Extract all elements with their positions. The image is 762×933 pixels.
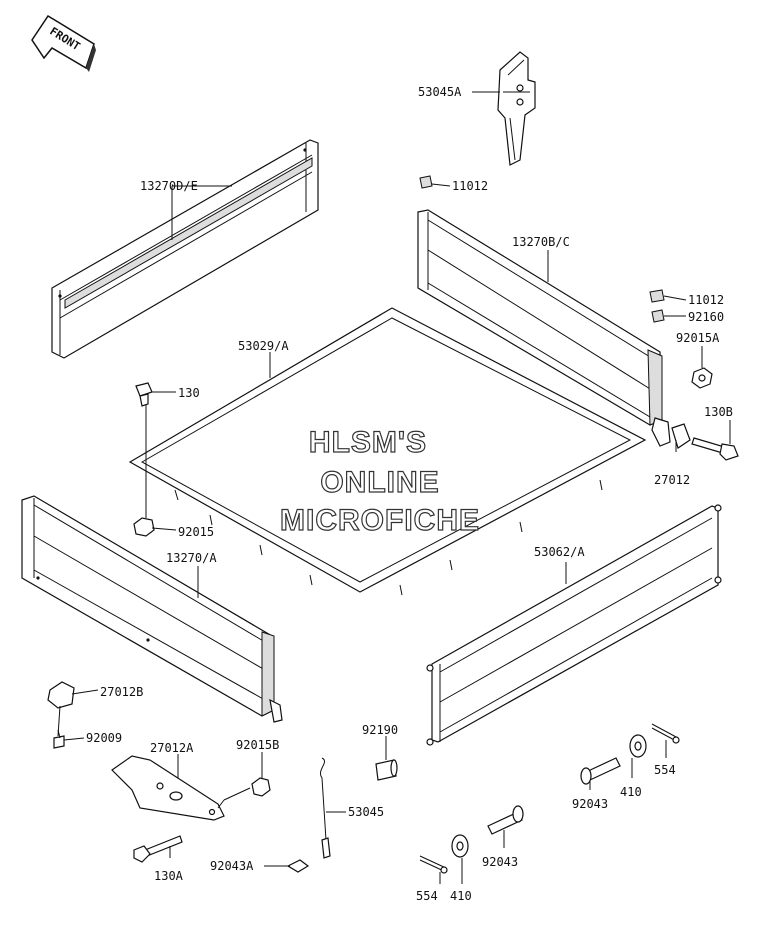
pin-92043-bottom (487, 805, 524, 835)
nut-92015B (251, 777, 271, 797)
front-arrow-icon: FRONT (31, 14, 96, 72)
clip-554-bottom (419, 855, 448, 874)
label-27012A: 27012A (150, 741, 194, 755)
label-554-right: 554 (654, 763, 676, 777)
label-27012B: 27012B (100, 685, 143, 699)
label-92015: 92015 (178, 525, 214, 539)
label-92015B: 92015B (236, 738, 279, 752)
label-92043A: 92043A (210, 859, 254, 873)
side-panel-13270A (21, 495, 283, 723)
label-130: 130 (178, 386, 200, 400)
latch-53045A (497, 51, 536, 166)
label-53045: 53045 (348, 805, 384, 819)
tailgate-53062A (426, 504, 722, 746)
label-92015A: 92015A (676, 331, 720, 345)
bracket-27012B (47, 681, 75, 709)
label-53029A: 53029/A (238, 339, 289, 353)
label-11012-right: 11012 (688, 293, 724, 307)
cable-53045 (320, 757, 331, 859)
label-130B: 130B (704, 405, 733, 419)
caps-11012-92160 (649, 289, 665, 323)
washer-410-bottom (451, 834, 469, 858)
nut-92015 (133, 517, 155, 537)
bracket-27012 (671, 423, 691, 449)
label-92043-right: 92043 (572, 797, 608, 811)
screw-92009 (53, 729, 65, 749)
label-130A: 130A (154, 869, 184, 883)
watermark: HLSM'S ONLINE MICROFICHE (279, 425, 480, 537)
label-554-bottom: 554 (416, 889, 438, 903)
label-92160: 92160 (688, 310, 724, 324)
watermark-line3: MICROFICHE (280, 504, 480, 537)
clip-92043A (286, 859, 310, 873)
part-labels: 53045A 11012 13270D/E 13270B/C 11012 921… (86, 85, 733, 903)
label-92043-bottom: 92043 (482, 855, 518, 869)
label-410-bottom: 410 (450, 889, 472, 903)
leader-lines (57, 91, 731, 884)
label-27012: 27012 (654, 473, 690, 487)
watermark-line1: HLSM'S (309, 426, 427, 459)
label-11012-top: 11012 (452, 179, 488, 193)
label-53045A: 53045A (418, 85, 462, 99)
label-13270BC: 13270B/C (512, 235, 570, 249)
pin-92043-right (580, 757, 621, 785)
label-53062A: 53062/A (534, 545, 585, 559)
plate-27012A (111, 755, 225, 821)
label-13270DE: 13270D/E (140, 179, 198, 193)
bolt-130 (135, 382, 153, 407)
side-panel-13270BC (417, 209, 671, 447)
side-panel-13270DE (51, 139, 319, 359)
bushing-92190 (375, 759, 398, 781)
cap-11012-top (419, 175, 433, 189)
label-92009: 92009 (86, 731, 122, 745)
washer-410-right (629, 734, 647, 758)
frame-53029A (128, 307, 647, 596)
nut-92015A (691, 367, 713, 389)
label-410-right: 410 (620, 785, 642, 799)
bolt-130B (691, 437, 739, 461)
bolt-130A (133, 835, 183, 863)
watermark-line2: ONLINE (320, 466, 439, 499)
label-92190: 92190 (362, 723, 398, 737)
clip-554-right (651, 723, 680, 744)
label-13270A: 13270/A (166, 551, 217, 565)
